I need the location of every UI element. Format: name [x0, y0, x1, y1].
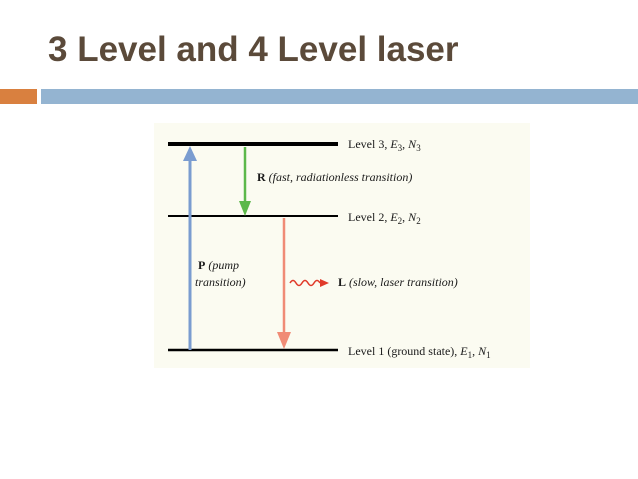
accent-bar-orange [0, 89, 37, 104]
level-2-label: Level 2, E2, N2 [348, 210, 421, 226]
pump-label-line2: transition) [195, 275, 246, 289]
energy-level-diagram: Level 3, E3, N3 Level 2, E2, N2 Level 1 … [154, 123, 530, 368]
photon-wave-icon [289, 279, 321, 287]
radiationless-arrow-head [239, 201, 251, 216]
laser-arrow-head [277, 332, 291, 349]
level-3-label: Level 3, E3, N3 [348, 137, 421, 153]
radiationless-label: R (fast, radiationless transition) [257, 170, 412, 184]
slide-title: 3 Level and 4 Level laser [48, 30, 459, 69]
laser-label: L (slow, laser transition) [338, 275, 458, 289]
pump-arrow-head [183, 146, 197, 161]
pump-label: P (pump [198, 258, 239, 272]
energy-level-svg: Level 3, E3, N3 Level 2, E2, N2 Level 1 … [168, 137, 491, 360]
level-1-label: Level 1 (ground state), E1, N1 [348, 344, 491, 360]
photon-arrow-head [320, 279, 329, 287]
accent-bar-blue [41, 89, 638, 104]
